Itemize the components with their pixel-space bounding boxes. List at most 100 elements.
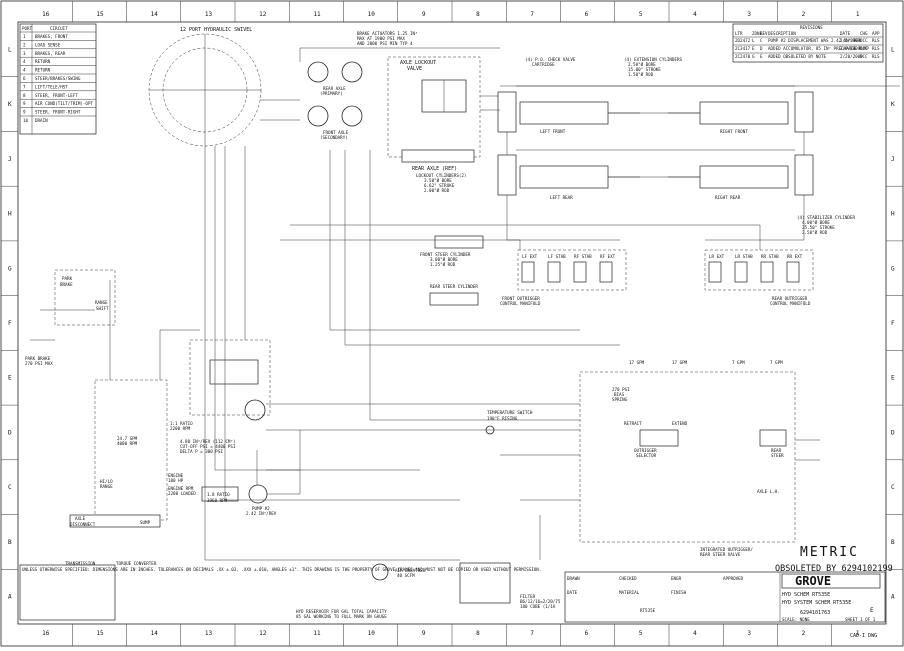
lockout-cylinders-line4: 2.00"Ø ROD [424, 188, 450, 193]
revision-cell: ADDED ACCUMULATOR, 85 IN³ PRECHARGE PUMP [768, 46, 869, 51]
row-label-left: F [8, 320, 12, 327]
reservoir-area: AIR BREATHER 40 SCFM FILTER B6/12/16=2/2… [296, 562, 561, 619]
retract-label: RETRACT [624, 421, 642, 426]
revision-cell: D [760, 46, 763, 51]
brake-actuators-line3: AND 2000 PSI MIN TYP 4 [357, 41, 413, 46]
title-block-field: MATERIAL [619, 590, 640, 595]
row-label-right: A [891, 594, 895, 601]
hilo-range-label: HI/LO [100, 479, 113, 484]
port-circuit: RETURN [35, 59, 51, 64]
outrigger-selector-sub: SELECTOR [636, 453, 657, 458]
row-label-right: L [891, 46, 895, 53]
column-label-bottom: 2 [802, 630, 806, 637]
valve-tag: LF STAB [548, 254, 566, 259]
revision-cell: ADDED OBSOLETED BY NOTE [768, 54, 826, 59]
metric-label: METRIC [800, 545, 859, 560]
row-label-right: C [891, 484, 895, 491]
port-number: 9 [23, 101, 26, 106]
flow-3: 7 GPM [732, 360, 745, 365]
reservoir-capacity: HYD RESERVOIR FOR GAL TOTAL CAPACITY [296, 609, 387, 614]
flow-1: 17 GPM [629, 360, 645, 365]
row-label-left: L [8, 46, 12, 53]
column-label-bottom: 11 [313, 630, 321, 637]
stabilizer-cylinder-line1: (4) STABILIZER CYLINDER [797, 215, 855, 220]
column-label-bottom: 8 [476, 630, 480, 637]
revision-cell: 2/6/2009 [840, 38, 861, 43]
row-label-left: H [8, 211, 12, 218]
integrated-valve-line1: INTEGRATED OUTRIGGER/ [700, 547, 753, 552]
revision-cell: 2C2470 [735, 54, 751, 59]
port-number: 4 [23, 68, 26, 73]
obsoleted-by: OBSOLETED BY 6294102199 [775, 564, 893, 574]
port-header: PORT [22, 26, 33, 31]
column-label-top: 15 [96, 11, 104, 18]
pump-spec-line3: DELTA P = 300 PSI [180, 449, 223, 454]
column-label-top: 3 [747, 11, 751, 18]
relief-psi: 270 PSI [612, 387, 630, 392]
title-block-field: ENGR [671, 576, 682, 581]
row-label-right: D [891, 429, 895, 436]
sheet-number: SHEET 1 OF 1 [845, 617, 876, 622]
port-number: 2 [23, 42, 26, 47]
port-number: 4 [23, 59, 26, 64]
row-label-left: J [8, 156, 12, 163]
park-brake-psi-label: PARK BRAKE [25, 356, 51, 361]
extension-cylinders-line4: 1.50"Ø ROD [628, 72, 654, 77]
left-front-label: LEFT FRONT [540, 129, 566, 134]
pump-circuit: 1:1 RATIO 2200 RPM 4.80 IN³/REV (112 CM³… [168, 339, 277, 516]
revision-header: REV [760, 31, 768, 36]
column-label-bottom: 5 [639, 630, 643, 637]
pump2-label: PUMP #2 [252, 506, 270, 511]
port-number: 6 [23, 76, 26, 81]
port-circuit: BRAKES, REAR [35, 51, 66, 56]
revision-cell: DCC [860, 38, 868, 43]
column-label-top: 13 [205, 11, 213, 18]
hydraulic-lines [30, 47, 900, 561]
engine-label: ENGINE [168, 473, 184, 478]
title-block-field: APPROVED [723, 576, 744, 581]
column-label-top: 5 [639, 11, 643, 18]
front-axle-secondary-sub: (SECONDARY) [320, 135, 348, 140]
port-number: 7 [23, 84, 26, 89]
sump-label: SUMP [140, 520, 151, 525]
front-outrigger-manifold-line1: FRONT OUTRIGGER [502, 296, 540, 301]
park-brake-label: PARK [62, 276, 73, 281]
relief-spring: SPRING [612, 397, 628, 402]
row-label-right: B [891, 539, 895, 546]
park-brake-psi-value: 270 PSI MAX [25, 361, 53, 366]
column-label-bottom: 16 [42, 630, 50, 637]
valve-tag: RF EXT [600, 254, 616, 259]
revision-cell: DCC [860, 54, 868, 59]
filter-spec: B6/12/16=2/20/75 [520, 599, 561, 604]
filter-cobe: 180 COBE (1/1A [520, 604, 556, 609]
hydraulic-swivel: 12 PORT HYDRAULIC SWIVEL [148, 27, 262, 147]
column-label-bottom: 1 [856, 630, 860, 637]
brake-actuators-line2: MAX AT 1900 PSI MAX [357, 36, 405, 41]
rear-axle-primary-label: REAR AXLE [323, 86, 346, 91]
lockout-cylinders-line2: 3.50"Ø BORE [424, 178, 452, 183]
valve-tag: RR EXT [787, 254, 803, 259]
column-label-top: 7 [530, 11, 534, 18]
valve-tag: LF EXT [522, 254, 538, 259]
extend-label: EXTEND [672, 421, 688, 426]
column-label-bottom: 6 [585, 630, 589, 637]
revision-header: LTR [735, 31, 743, 36]
brake-actuators: BRAKE ACTUATORS 1.25 IN³ MAX AT 1900 PSI… [307, 31, 418, 140]
revision-header: DESCRIPTION [768, 31, 796, 36]
temp-switch-value: 190°F RISING [487, 416, 518, 421]
revision-cell: RLS [872, 54, 880, 59]
charge-pump-gpm: 24.7 GPM [117, 436, 138, 441]
port-circuit: DRAIN [35, 118, 48, 123]
column-label-bottom: 9 [422, 630, 426, 637]
steer-cylinders: FRONT STEER CYLINDER 3.00"Ø BORE 1.25"Ø … [420, 235, 484, 306]
rear-outrigger-manifold-line2: CONTROL MANIFOLD [770, 301, 811, 306]
front-steer-cyl-bore: 3.00"Ø BORE [430, 257, 458, 262]
circuit-header: CIRCUIT [50, 26, 68, 31]
cad-label: CAD-I DWG [850, 633, 877, 639]
valve-tag: RR STAB [761, 254, 779, 259]
ratio1-rpm: 2200 RPM [170, 426, 191, 431]
port-circuit: BRAKES, FRONT [35, 34, 68, 39]
